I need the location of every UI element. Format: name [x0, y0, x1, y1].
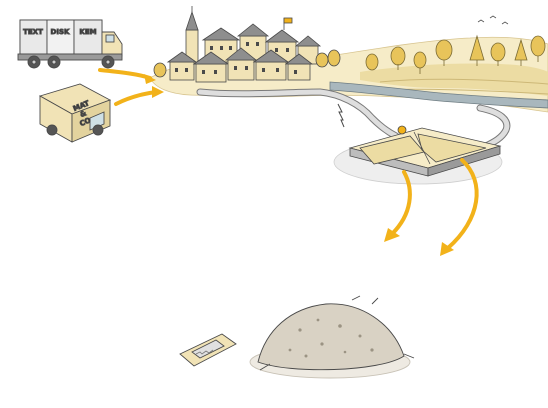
delivery-van: MAT & CO	[40, 84, 110, 142]
chemical-truck: TEXT DISK KEM	[18, 20, 122, 68]
arrow-van-to-town	[116, 92, 156, 104]
truck-box-label-3: KEM	[79, 28, 96, 36]
sludge-pile	[250, 296, 414, 378]
treatment-plant	[334, 126, 502, 184]
truck-box-label-2: DISK	[51, 28, 70, 36]
truck-box-label-1: TEXT	[23, 28, 43, 36]
ground-sign	[180, 334, 236, 366]
arrow-truck-to-town	[100, 70, 150, 78]
